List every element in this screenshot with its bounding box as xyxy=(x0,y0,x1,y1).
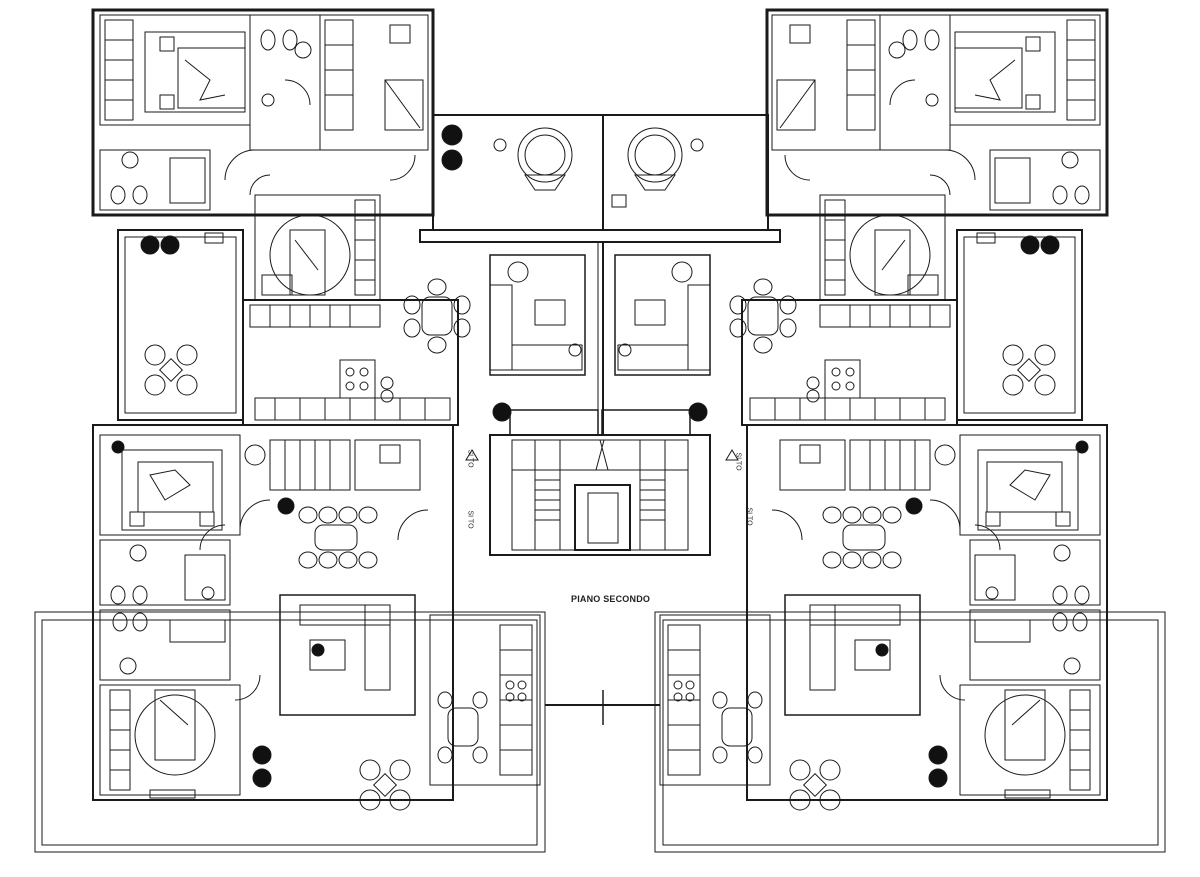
bedroom-single xyxy=(254,194,381,301)
stair-label: SI TO xyxy=(745,507,753,526)
apartment-top-right xyxy=(741,8,1109,426)
dining-table xyxy=(403,278,471,354)
stair-label: SI TO xyxy=(466,449,474,468)
wardrobe xyxy=(104,19,134,121)
stair-label: SI TO xyxy=(466,510,474,529)
stair-arrows xyxy=(465,449,739,461)
apartment-bottom-right xyxy=(654,424,1166,853)
living-upper-right xyxy=(601,254,797,436)
dining-table-lower-left xyxy=(298,506,378,569)
stair-core xyxy=(489,434,711,556)
lounge-chairs xyxy=(144,344,198,396)
apartment-bottom-left xyxy=(34,424,660,853)
terrace-top-center xyxy=(419,114,781,243)
apartment-top-left xyxy=(91,8,459,426)
living-upper-left xyxy=(403,254,599,436)
bathroom xyxy=(249,14,321,151)
stair-label: SI TO xyxy=(734,452,742,471)
floor-title: PIANO SECONDO xyxy=(571,594,651,604)
